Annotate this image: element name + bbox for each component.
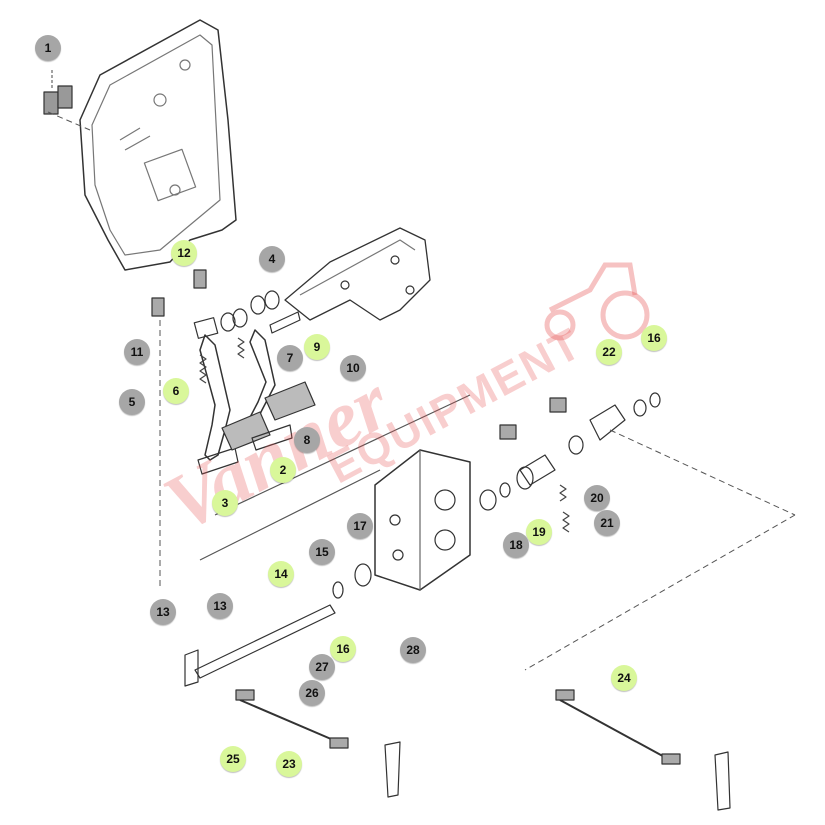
- part-callout-23: 23: [276, 751, 302, 777]
- part-1-clip: [43, 70, 73, 115]
- part-callout-18: 18: [503, 532, 529, 558]
- dash-panel: [79, 19, 237, 271]
- pedal-2: [221, 329, 316, 451]
- part-callout-27: 27: [309, 654, 335, 680]
- part-callout-16: 16: [330, 636, 356, 662]
- part-callout-5: 5: [119, 389, 145, 415]
- part-callout-12: 12: [171, 240, 197, 266]
- part-callout-21: 21: [594, 510, 620, 536]
- part-callout-28: 28: [400, 637, 426, 663]
- part-callout-17: 17: [347, 513, 373, 539]
- part-callout-4: 4: [259, 246, 285, 272]
- part-callout-24: 24: [611, 665, 637, 691]
- part-callout-22: 22: [596, 339, 622, 365]
- cross-shaft-line: [214, 394, 471, 516]
- part-callout-25: 25: [220, 746, 246, 772]
- rod-24: [555, 689, 731, 811]
- part-callout-16: 16: [641, 325, 667, 351]
- part-callout-6: 6: [163, 378, 189, 404]
- pivot-bushings: [220, 290, 301, 334]
- pedal-3: [193, 317, 239, 475]
- part-callout-20: 20: [584, 485, 610, 511]
- part-callout-11: 11: [124, 339, 150, 365]
- part-callout-15: 15: [309, 539, 335, 565]
- part-callout-13: 13: [207, 593, 233, 619]
- part-callout-14: 14: [268, 561, 294, 587]
- part-callout-13: 13: [150, 599, 176, 625]
- clevis-brackets: [151, 269, 567, 440]
- part-callout-10: 10: [340, 355, 366, 381]
- part-callout-8: 8: [294, 427, 320, 453]
- dashed-leaders: [47, 111, 796, 671]
- part-callout-1: 1: [35, 35, 61, 61]
- part-callout-7: 7: [277, 345, 303, 371]
- part-callout-19: 19: [526, 519, 552, 545]
- valve-body: [374, 449, 471, 591]
- part-14-shaft: [184, 604, 336, 687]
- return-springs: [199, 337, 570, 533]
- part-callout-3: 3: [212, 490, 238, 516]
- part-callout-2: 2: [270, 457, 296, 483]
- part-callout-9: 9: [304, 334, 330, 360]
- rod-23: [235, 689, 401, 798]
- pedal-support-bracket: [284, 227, 431, 321]
- part-callout-26: 26: [299, 680, 325, 706]
- cylinders: [332, 392, 661, 599]
